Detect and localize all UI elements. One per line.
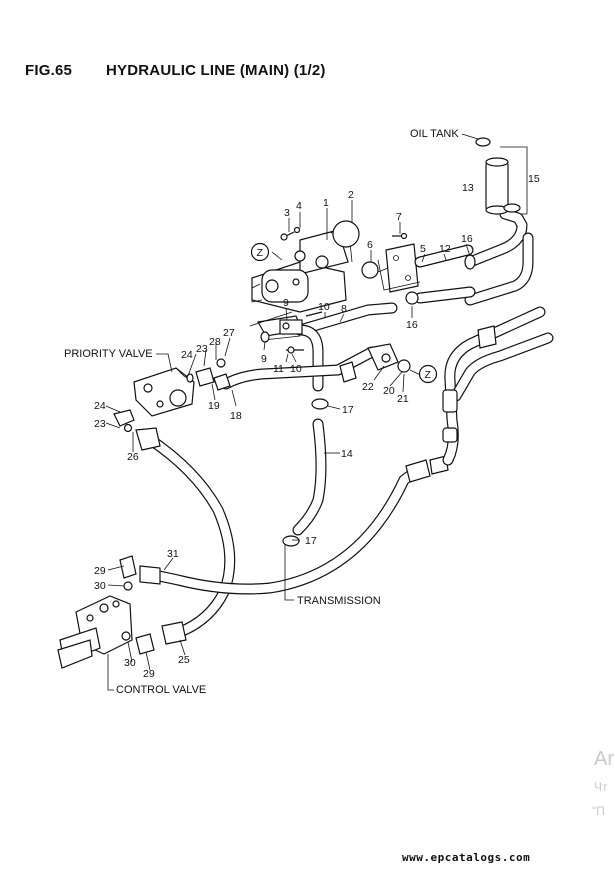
callout-24-lower: 24 xyxy=(94,400,106,412)
svg-text:Z: Z xyxy=(257,247,264,259)
watermark-line-1: Ar xyxy=(594,748,614,770)
callout-31: 31 xyxy=(167,548,179,560)
callout-13: 13 xyxy=(462,182,474,194)
outlet-pipes xyxy=(249,302,398,392)
transmission-label: TRANSMISSION xyxy=(297,595,381,607)
callout-8: 8 xyxy=(341,303,347,315)
priority-valve-label: PRIORITY VALVE xyxy=(64,348,153,360)
callout-19: 19 xyxy=(208,400,220,412)
callout-29-upper: 29 xyxy=(94,565,106,577)
callout-9-lower: 9 xyxy=(261,353,267,365)
callout-24-upper: 24 xyxy=(181,349,193,361)
callout-18: 18 xyxy=(230,410,242,422)
watermark-line-3: "П xyxy=(592,804,605,818)
pump-assembly xyxy=(251,220,476,313)
callout-4: 4 xyxy=(296,200,302,212)
callout-23-lower: 23 xyxy=(94,418,106,430)
callout-12: 12 xyxy=(439,243,451,255)
callout-28: 28 xyxy=(209,336,221,348)
callout-10-lower: 10 xyxy=(290,363,302,375)
callout-11: 11 xyxy=(273,363,284,375)
callout-1: 1 xyxy=(323,197,329,209)
callout-9-upper: 9 xyxy=(283,297,289,309)
oil-tank-assembly xyxy=(461,133,534,306)
callout-17-lower: 17 xyxy=(305,535,317,547)
callout-10-upper: 10 xyxy=(318,301,330,313)
callout-16-lower: 16 xyxy=(406,319,418,331)
callout-20: 20 xyxy=(383,385,395,397)
callout-22: 22 xyxy=(362,381,374,393)
callout-15: 15 xyxy=(528,173,540,185)
callout-14: 14 xyxy=(341,448,353,460)
control-valve-label: CONTROL VALVE xyxy=(116,684,206,696)
callout-26: 26 xyxy=(127,451,139,463)
callout-17-upper: 17 xyxy=(342,404,354,416)
callout-27: 27 xyxy=(223,327,235,339)
site-footer: www.epcatalogs.com xyxy=(402,851,531,864)
control-valve xyxy=(57,555,155,691)
callout-23-upper: 23 xyxy=(196,343,208,355)
callout-16-upper: 16 xyxy=(461,233,473,245)
hose-31 xyxy=(139,455,449,595)
view-marker-z-top: Z xyxy=(250,242,270,262)
callout-29-lower: 29 xyxy=(143,668,155,680)
callout-3: 3 xyxy=(284,207,290,219)
oil-tank-label: OIL TANK xyxy=(410,128,459,140)
watermark-line-2: Чт xyxy=(594,780,608,794)
hose-25 xyxy=(135,427,236,645)
callout-2: 2 xyxy=(348,189,354,201)
figure-number: FIG.65 xyxy=(25,62,73,79)
suction-hose-14 xyxy=(282,398,329,547)
cooler-pipes xyxy=(442,306,554,466)
callout-7: 7 xyxy=(396,211,402,223)
callout-5: 5 xyxy=(420,243,426,255)
callout-21: 21 xyxy=(397,393,409,405)
figure-title: HYDRAULIC LINE (MAIN) (1/2) xyxy=(106,62,326,79)
callout-25: 25 xyxy=(178,654,190,666)
leader-lines xyxy=(105,200,471,671)
svg-text:Z: Z xyxy=(425,369,432,381)
strainer-13 xyxy=(485,161,509,211)
callout-30-upper: 30 xyxy=(94,580,106,592)
callout-30-lower: 30 xyxy=(124,657,136,669)
priority-valve xyxy=(113,358,231,433)
view-marker-z-right: Z xyxy=(418,364,438,384)
callout-6: 6 xyxy=(367,239,373,251)
hose-18 xyxy=(220,343,411,390)
